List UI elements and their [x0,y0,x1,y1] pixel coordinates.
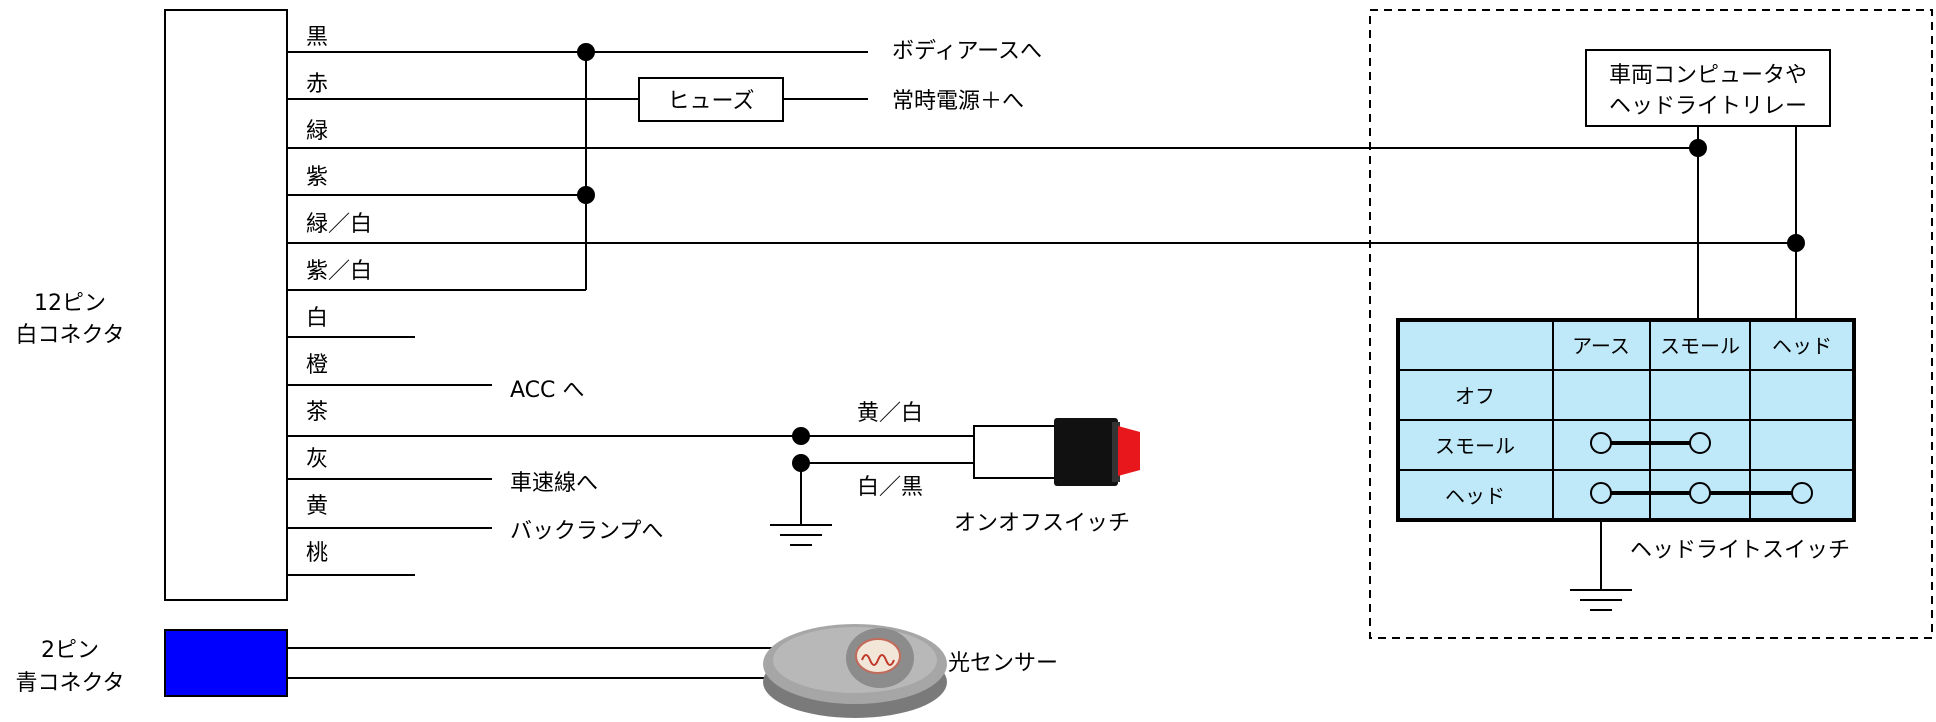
dest-backlamp: バックランプへ [510,519,663,544]
wire-label-pink: 桃 [306,541,328,566]
junction-switch-bottom [792,454,810,472]
switch-wire-yellow-white: 黄／白 [857,401,923,426]
onoff-switch-icon [973,418,1140,486]
connector-12pin-body [164,9,288,601]
onoff-switch-label: オンオフスイッチ [954,511,1130,536]
wire-label-red: 赤 [306,72,328,97]
wire-label-black: 黒 [306,25,328,50]
fuse-label: ヒューズ [668,89,755,114]
computer-relay-box [1585,49,1831,127]
wire-label-green-white: 緑／白 [306,212,372,237]
sensor-wires [287,647,776,679]
wire-label-purple: 紫 [306,165,328,190]
dest-body-ground: ボディアースへ [892,39,1042,64]
wire-label-white: 白 [306,306,328,331]
hs-row-small: スモール [1435,434,1515,458]
vehicle-side-boundary [1369,9,1933,639]
connector-12pin-label-line1: 12ピン [34,291,106,316]
hs-contact-small-small [1689,432,1711,454]
junction-green-white [1787,234,1805,252]
hs-contact-head-small [1689,482,1711,504]
dest-constant-power: 常時電源＋へ [892,89,1024,114]
hs-contact-head-ground [1590,482,1612,504]
hs-contact-head-head [1791,482,1813,504]
dest-speed: 車速線へ [510,471,598,496]
computer-relay-label-line1: 車両コンピュータや [1609,63,1807,88]
wire-labels: 黒 赤 緑 紫 緑／白 紫／白 白 橙 茶 灰 黄 桃 [306,25,372,566]
wire-lines [287,51,1796,576]
switch-wire-white-black: 白／黒 [857,475,923,500]
wire-label-gray: 灰 [306,447,328,472]
wire-label-green: 緑 [306,119,328,144]
junction-green [1689,139,1707,157]
headlight-switch-label: ヘッドライトスイッチ [1630,538,1850,563]
hs-col-head: ヘッド [1772,334,1832,358]
hs-contact-small-ground [1590,432,1612,454]
computer-leads [1697,126,1797,320]
wire-label-brown: 茶 [306,400,328,425]
hs-col-small: スモール [1660,334,1740,358]
wire-label-purple-white: 紫／白 [306,259,372,284]
light-sensor-label: 光センサー [948,651,1058,676]
junction-switch-top [792,427,810,445]
onoff-switch-wiring [800,435,976,525]
connector-12pin-label-line2: 白コネクタ [15,323,124,348]
hs-row-head: ヘッド [1445,484,1505,508]
fuse-box [638,77,784,122]
connector-2pin-label-line1: 2ピン [41,638,99,663]
headlight-switch-table: アース スモール ヘッド オフ スモール ヘッド [1396,318,1856,522]
dest-acc: ACC へ [510,378,584,403]
hs-col-ground: アース [1572,334,1630,358]
connector-2pin-label-line2: 青コネクタ [15,671,124,696]
light-sensor-icon [763,624,947,718]
junction-black [577,43,595,61]
wire-label-yellow: 黄 [306,494,328,519]
connector-2pin-body [164,629,288,697]
ground-symbol-headlight [1570,589,1632,611]
ground-symbol-switch [770,524,832,546]
hs-row-off: オフ [1455,384,1495,408]
computer-relay-label-line2: ヘッドライトリレー [1609,94,1807,119]
junction-purple [577,186,595,204]
wire-label-orange: 橙 [306,353,328,378]
